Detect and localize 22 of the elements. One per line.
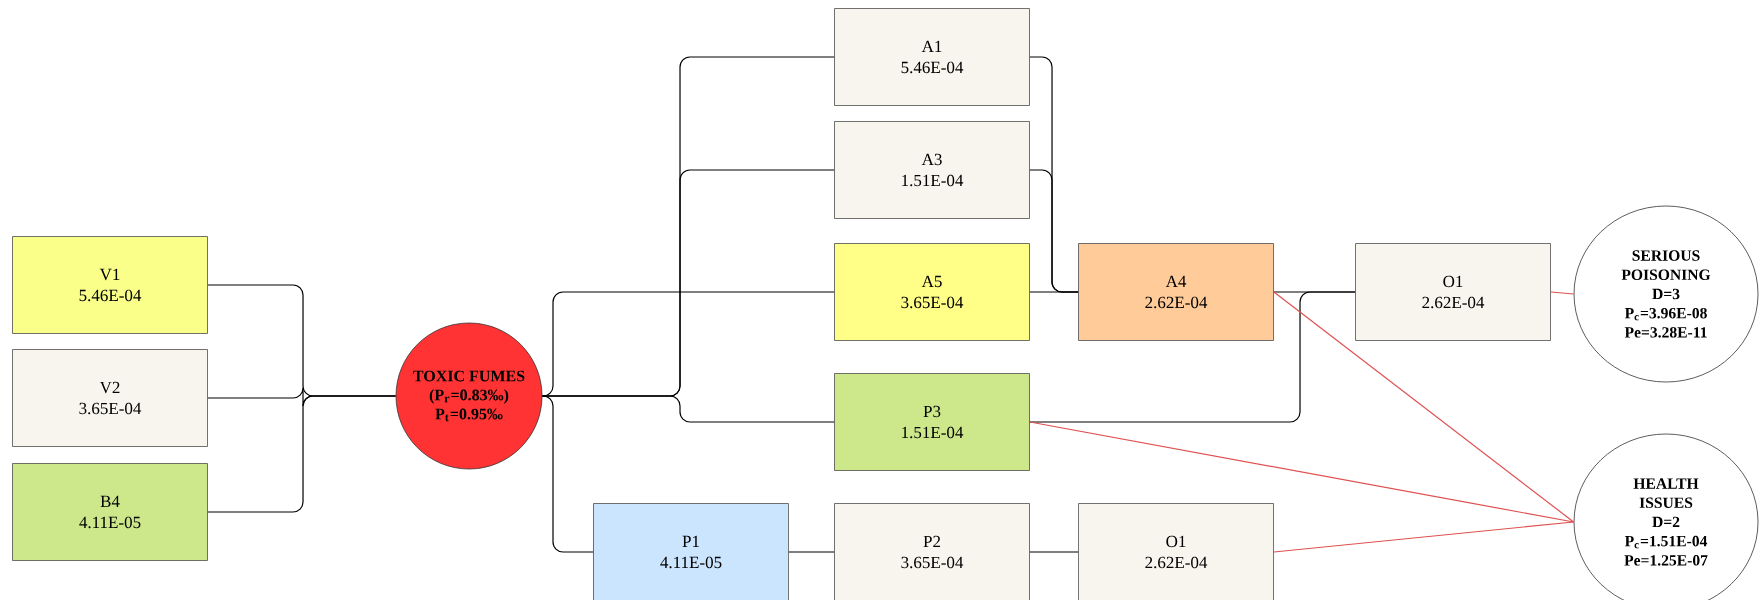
connector-line [541,395,594,553]
process-box: P1 4.11E-05 [593,503,789,600]
process-box: O1 2.62E-04 [1355,243,1551,341]
process-box: A4 2.62E-04 [1078,243,1274,341]
connector-line [1273,291,1575,523]
process-box: P2 3.65E-04 [834,503,1030,600]
connector-line [1029,421,1575,523]
connector-line [1029,551,1079,553]
process-box: A5 3.65E-04 [834,243,1030,341]
process-box: V2 3.65E-04 [12,349,208,447]
process-box: A3 1.51E-04 [834,121,1030,219]
process-box: B4 4.11E-05 [12,463,208,561]
connector-line [1550,291,1575,295]
process-box: A1 5.46E-04 [834,8,1030,106]
connector-line [1273,521,1575,553]
process-box: O1 2.62E-04 [1078,503,1274,600]
connector-line [1029,291,1079,293]
connector-line [1029,291,1356,423]
process-box: V1 5.46E-04 [12,236,208,334]
connector-line [788,551,835,553]
connector-line [207,395,397,513]
process-box: P3 1.51E-04 [834,373,1030,471]
